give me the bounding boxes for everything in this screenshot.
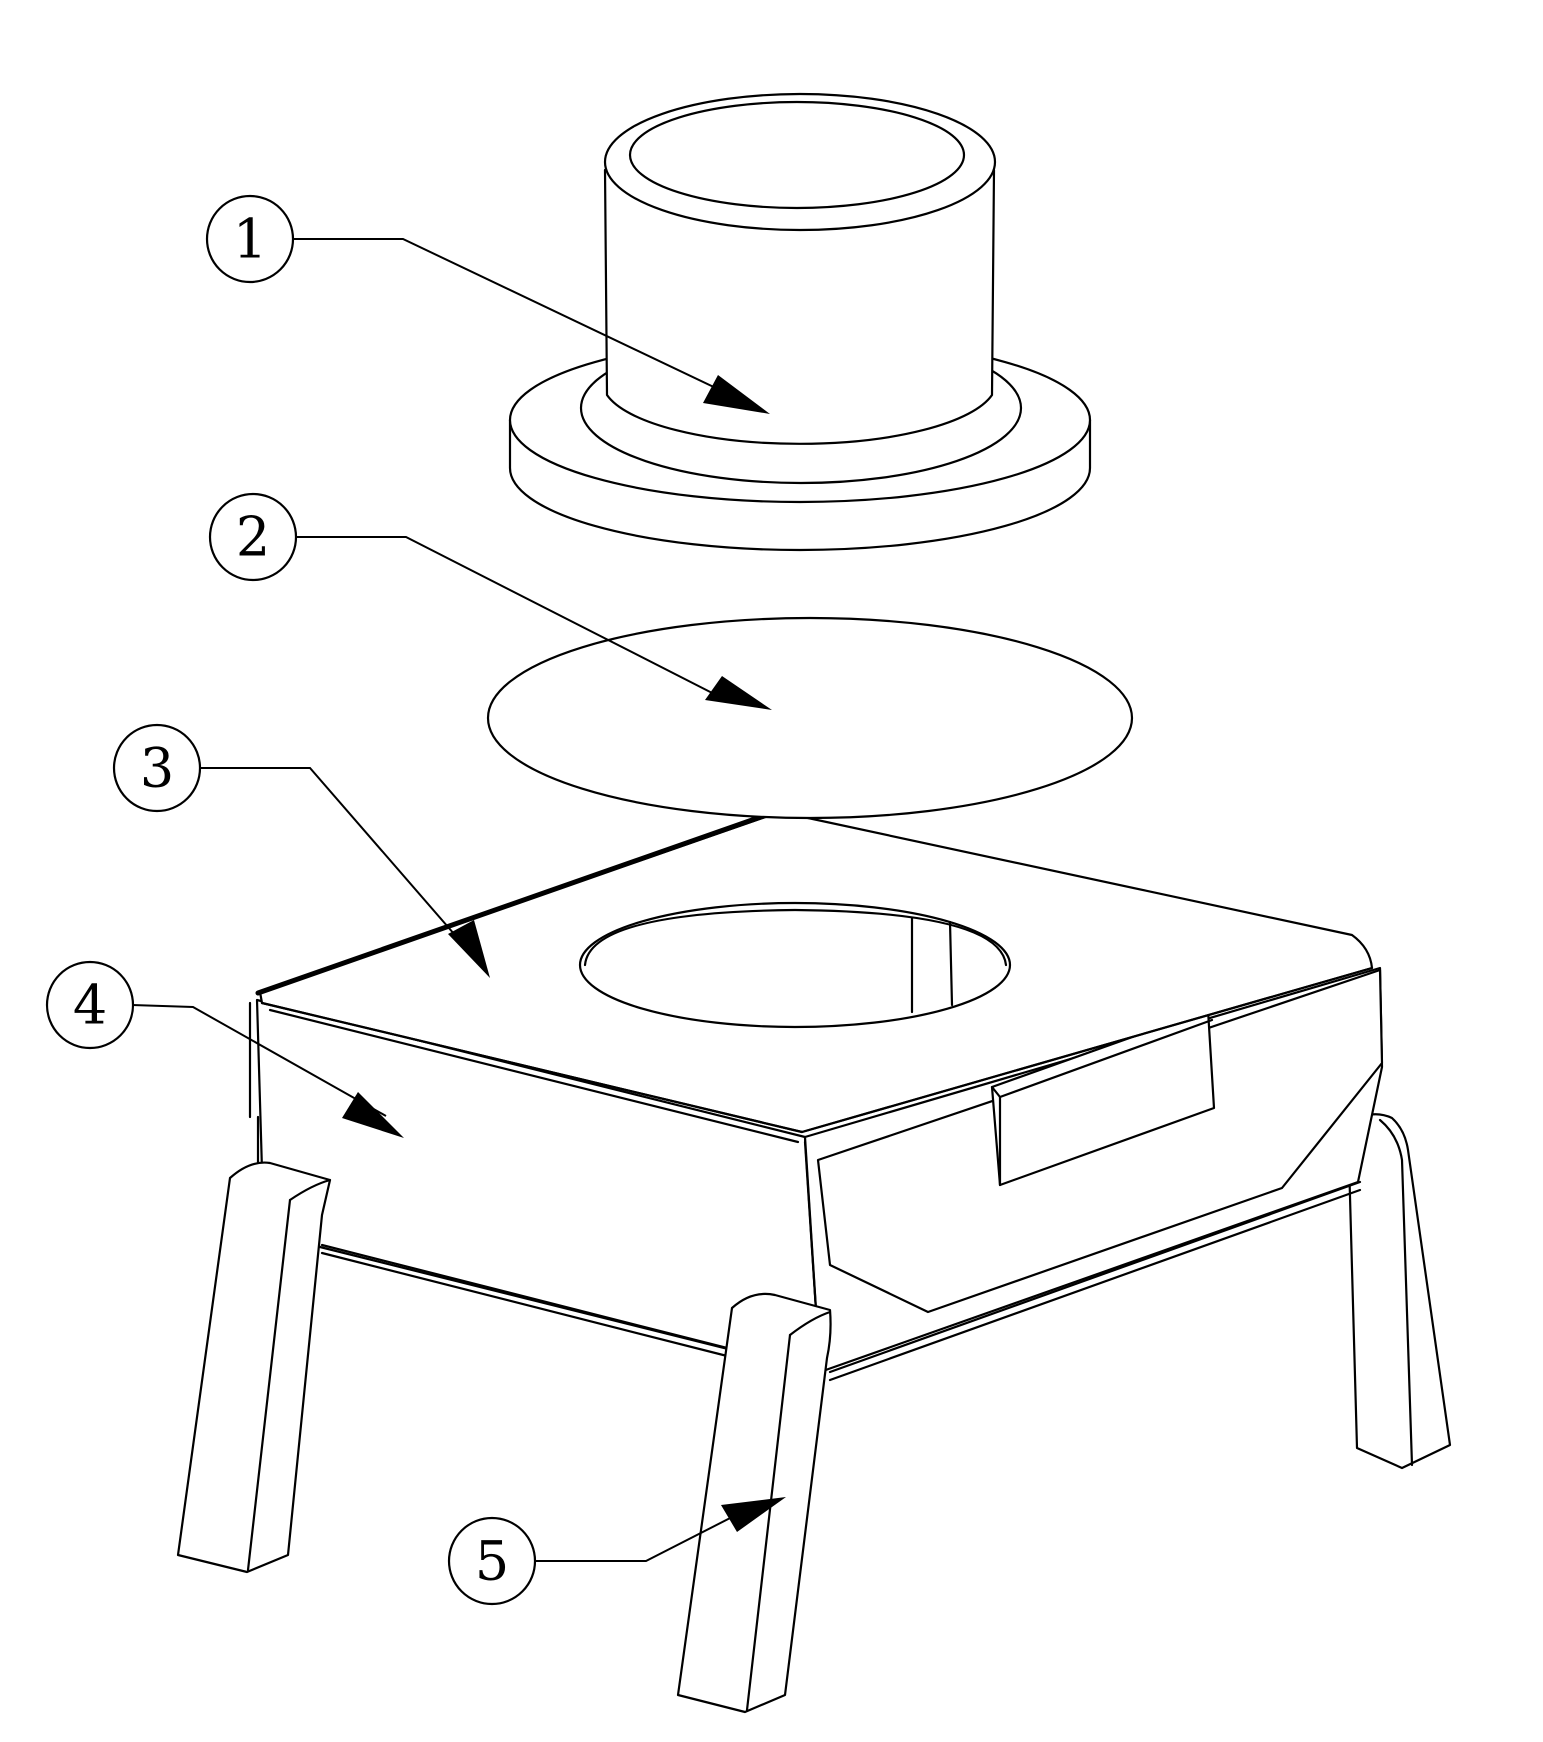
leg-front-left: [176, 1161, 332, 1574]
leader-4: [131, 1004, 387, 1117]
leader-2: [297, 536, 723, 699]
callout-4-label: 4: [73, 974, 107, 1037]
callout-1-label: 1: [233, 208, 267, 271]
leader-1: [294, 238, 721, 391]
arrow-3-icon: [448, 920, 490, 978]
leg-back-right: [1346, 1113, 1452, 1470]
leader-5: [534, 1513, 739, 1562]
callout-3: 3: [112, 723, 202, 813]
leader-lines: [131, 238, 739, 1562]
cylindrical-cap: [508, 92, 1092, 552]
base-side-wall-front: [255, 998, 822, 1374]
arrowheads: [342, 375, 786, 1532]
arrow-5-icon: [721, 1497, 786, 1532]
leader-3: [200, 767, 469, 951]
base-box: [248, 966, 1384, 1382]
arrow-4-icon: [342, 1092, 404, 1138]
callout-5-label: 5: [475, 1530, 509, 1593]
disc: [486, 616, 1134, 820]
callout-3-label: 3: [140, 737, 174, 800]
arrow-2-icon: [705, 676, 772, 710]
callout-4: 4: [45, 960, 135, 1050]
callout-2-label: 2: [236, 506, 270, 569]
callout-1: 1: [205, 194, 295, 284]
arrow-1-icon: [703, 375, 770, 414]
base-top-plate: [255, 809, 1374, 1144]
callout-5: 5: [447, 1516, 537, 1606]
callout-2: 2: [208, 492, 298, 582]
